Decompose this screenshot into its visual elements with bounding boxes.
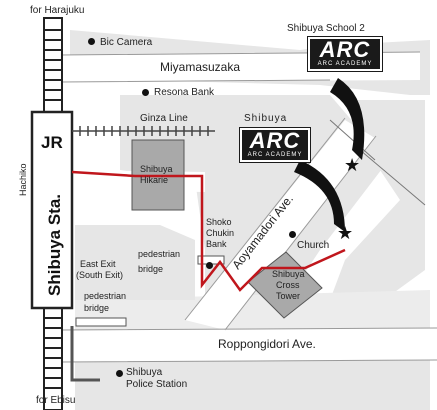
filled-circle-icon bbox=[142, 89, 149, 96]
cross-tower-label-3: Tower bbox=[276, 291, 301, 301]
shibuya-school1-label: Shibuya bbox=[244, 113, 288, 124]
ginza-line-label: Ginza Line bbox=[140, 113, 188, 124]
shibuya-school2-label: Shibuya School 2 bbox=[287, 23, 365, 34]
shibuya-station-label: Shibuya Sta. bbox=[45, 194, 64, 296]
police-station-label-2: Police Station bbox=[126, 379, 188, 390]
arc-academy-logo-school1: ARC ARC ACADEMY bbox=[240, 128, 310, 162]
arc-logo-sub: ARC ACADEMY bbox=[317, 61, 373, 67]
cross-tower-label-1: Shibuya bbox=[272, 269, 305, 279]
block-east bbox=[330, 100, 425, 310]
arc-logo-sub: ARC ACADEMY bbox=[247, 152, 303, 158]
filled-circle-icon bbox=[88, 38, 95, 45]
jr-rail-ties bbox=[44, 29, 62, 389]
for-ebisu-label: for Ebisu bbox=[36, 395, 76, 406]
block-south bbox=[75, 290, 430, 335]
arc-logo-mark: ARC bbox=[249, 128, 301, 153]
road-label-roppongidori: Roppongidori Ave. bbox=[218, 337, 316, 351]
pedestrian-bridge-label-1b: bridge bbox=[138, 264, 164, 274]
church-label: Church bbox=[297, 240, 330, 251]
arc-logo-mark: ARC bbox=[319, 37, 371, 62]
road-label-miyamasuzaka: Miyamasuzaka bbox=[160, 60, 240, 74]
filled-circle-icon bbox=[206, 262, 213, 269]
shoko-chukin-label-2: Chukin bbox=[206, 228, 235, 238]
walking-route bbox=[71, 170, 346, 292]
shoko-chukin-label-1: Shoko bbox=[206, 217, 232, 227]
police-station-label-1: Shibuya bbox=[126, 367, 163, 378]
ginza-line-track bbox=[72, 126, 215, 136]
east-exit-label-1: East Exit bbox=[80, 259, 116, 269]
filled-circle-icon bbox=[116, 370, 123, 377]
curved-arrow-icon bbox=[330, 78, 365, 160]
hikarie-label-1: Shibuya bbox=[140, 164, 173, 174]
shoko-chukin-label-3: Bank bbox=[206, 239, 227, 249]
filled-circle-icon bbox=[289, 231, 296, 238]
arc-academy-logo-school2: ARC ARC ACADEMY bbox=[308, 37, 382, 71]
for-harajuku-label: for Harajuku bbox=[30, 5, 85, 16]
block-southwest bbox=[75, 225, 195, 300]
pedestrian-bridge-3 bbox=[70, 326, 100, 382]
cross-tower-label-2: Cross bbox=[276, 280, 300, 290]
resona-bank-label: Resona Bank bbox=[154, 87, 215, 98]
road-edges bbox=[59, 51, 437, 363]
block-south-2 bbox=[75, 360, 430, 410]
hachiko-label: Hachiko bbox=[18, 163, 28, 196]
east-exit-label-2: (South Exit) bbox=[76, 270, 124, 280]
hikarie-label-2: Hikarie bbox=[140, 175, 169, 185]
pedestrian-bridge-label-2b: bridge bbox=[84, 303, 110, 313]
curved-arrow-icon bbox=[294, 160, 345, 232]
road-roppongidori bbox=[60, 328, 437, 362]
east-side-street bbox=[329, 119, 426, 206]
jr-label: JR bbox=[41, 133, 63, 152]
bic-camera-label: Bic Camera bbox=[100, 37, 153, 48]
pedestrian-bridge-label-1a: pedestrian bbox=[138, 249, 181, 259]
star-icon: ★ bbox=[337, 223, 354, 243]
pedestrian-bridge-2 bbox=[75, 317, 127, 327]
block-center bbox=[120, 95, 385, 300]
star-icon: ★ bbox=[344, 155, 361, 175]
shibuya-station-box bbox=[30, 110, 74, 310]
pedestrian-bridge-label-2a: pedestrian bbox=[84, 291, 127, 301]
